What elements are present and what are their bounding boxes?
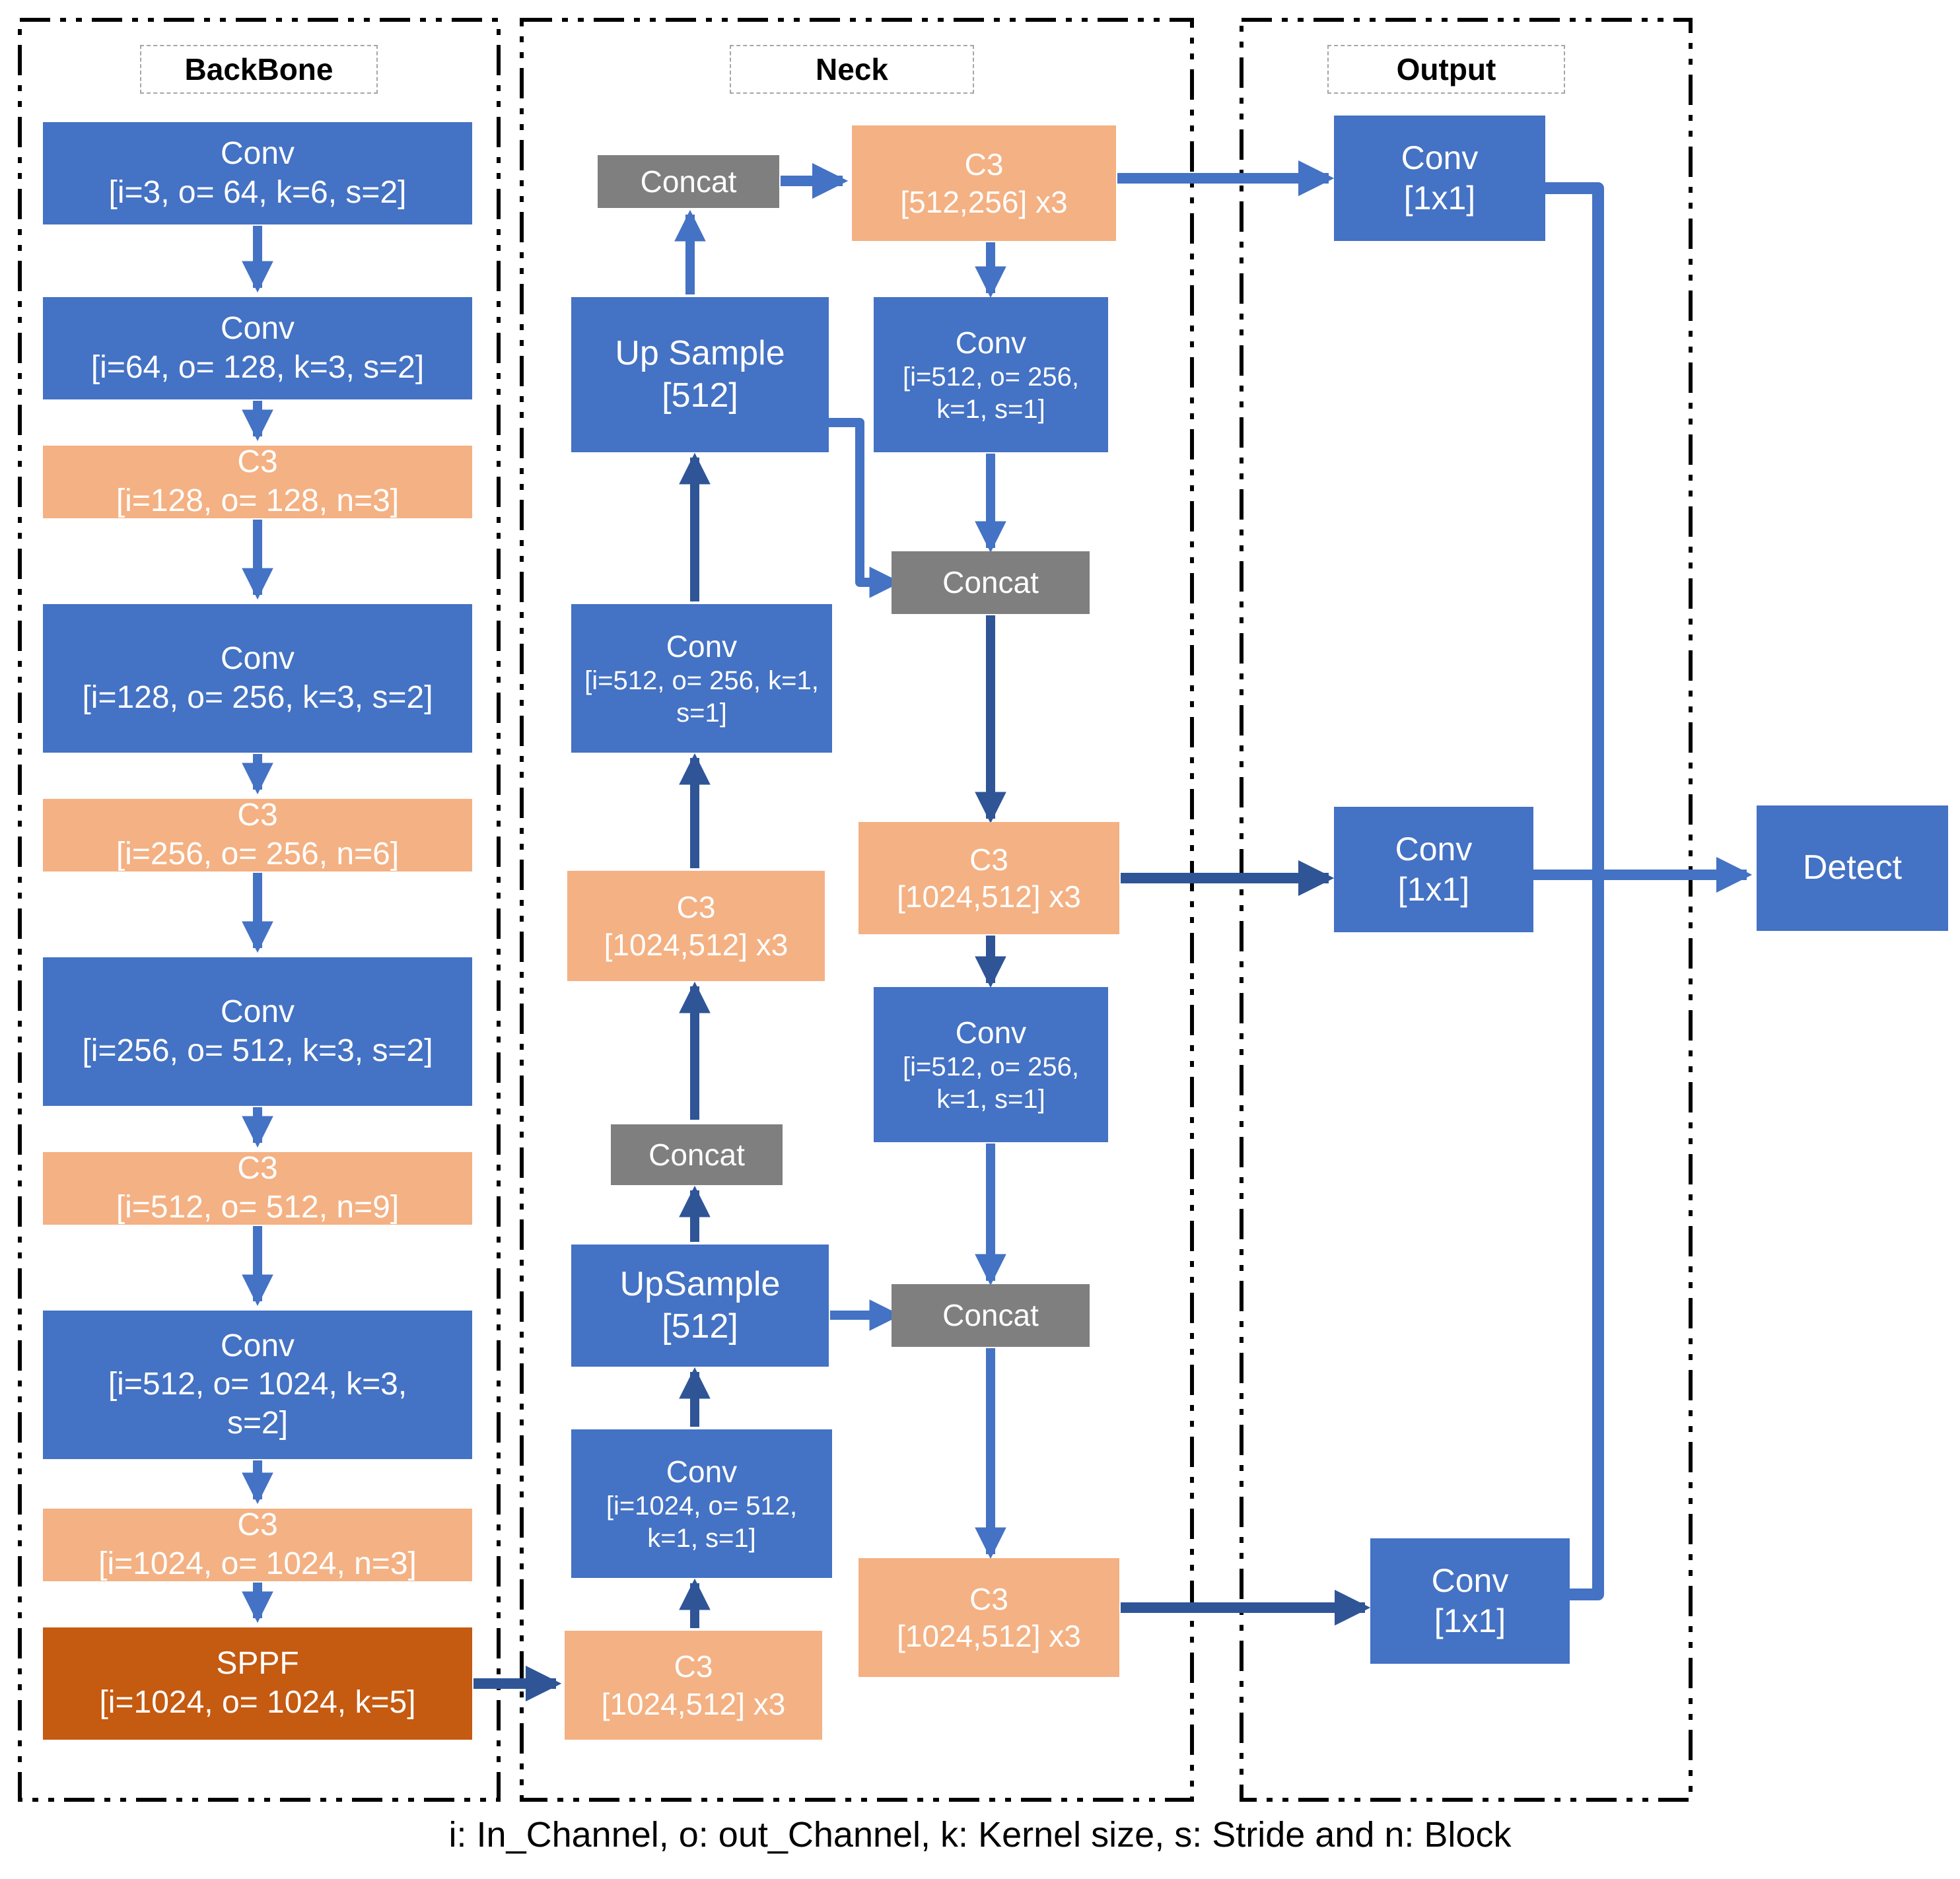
detect-node: Detect (1757, 805, 1948, 931)
block-label: Conv (1401, 139, 1479, 176)
block-label: Conv (666, 629, 738, 664)
block-params: [i=3, o= 64, k=6, s=2] (108, 174, 407, 210)
block-params: [i=256, o= 512, k=3, s=2] (82, 1033, 433, 1068)
block-label: Concat (942, 565, 1039, 600)
neck-left-conv-mid: Conv [i=512, o= 256, k=1, s=1] (571, 604, 832, 753)
output-container-border (1240, 18, 1693, 1802)
neck-right-concat-lower: Concat (892, 1284, 1090, 1347)
block-params: [1024,512] x3 (897, 1619, 1081, 1653)
block-params: [i=512, o= 256, k=1, s=1] (584, 666, 819, 728)
block-label: C3 (964, 147, 1004, 182)
block-params: [512,256] x3 (900, 184, 1068, 219)
block-label: C3 (676, 890, 716, 925)
block-label: Conv (220, 310, 295, 346)
backbone-container-border (18, 18, 501, 1802)
block-params: [i=512, o= 256, k=1, s=1] (903, 362, 1079, 424)
block-label: C3 (237, 1507, 278, 1543)
connector-conv1x1-bottom-to-detect-line (1570, 875, 1604, 1600)
block-label: Conv (666, 1454, 738, 1489)
block-label: Conv (1431, 1562, 1509, 1599)
block-params: [i=1024, o= 512, k=1, s=1] (606, 1491, 798, 1553)
output-title: Output (1327, 45, 1565, 94)
block-params: [i=1024, o= 1024, k=5] (99, 1685, 416, 1720)
block-params: [i=128, o= 256, k=3, s=2] (82, 679, 433, 715)
neck-left-upsample-top: Up Sample [512] (571, 297, 829, 452)
block-label: C3 (969, 842, 1008, 877)
neck-right-conv-top: Conv [i=512, o= 256, k=1, s=1] (874, 297, 1108, 452)
neck-right-concat-top: Concat (892, 551, 1090, 614)
block-label: Conv (955, 325, 1027, 360)
block-params: [i=512, o= 512, n=9] (116, 1190, 400, 1225)
legend-footnote: i: In_Channel, o: out_Channel, k: Kernel… (448, 1815, 1512, 1855)
block-label: SPPF (216, 1646, 299, 1682)
backbone-conv-3: Conv [i=128, o= 256, k=3, s=2] (43, 604, 472, 753)
block-params: [i=512, o= 256, k=1, s=1] (903, 1052, 1079, 1114)
block-params: [i=512, o= 1024, k=3, s=2] (108, 1367, 407, 1441)
backbone-c3-4: C3 [i=1024, o= 1024, n=3] (43, 1507, 472, 1581)
block-label: Concat (640, 164, 737, 199)
block-label: C3 (237, 798, 278, 833)
backbone-conv-4: Conv [i=256, o= 512, k=3, s=2] (43, 957, 472, 1106)
block-label: Up Sample (615, 334, 785, 373)
block-params: [1x1] (1403, 180, 1476, 217)
block-params: [512] (662, 1307, 738, 1346)
backbone-c3-1: C3 [i=128, o= 128, n=3] (43, 444, 472, 518)
block-label: C3 (969, 1581, 1008, 1616)
block-label: Conv (220, 994, 295, 1029)
block-params: [i=256, o= 256, n=6] (116, 837, 400, 871)
output-conv1x1-middle: Conv [1x1] (1334, 807, 1533, 932)
block-params: [i=1024, o= 1024, n=3] (98, 1546, 417, 1581)
block-label: C3 (674, 1649, 713, 1684)
block-params: [512] (662, 376, 738, 415)
neck-right-c3-mid: C3 [1024,512] x3 (858, 822, 1119, 934)
block-params: [1x1] (1397, 871, 1470, 908)
block-label: Detect (1802, 848, 1903, 887)
neck-left-conv-bottom: Conv [i=1024, o= 512, k=1, s=1] (571, 1429, 832, 1578)
connector-upsample-top-to-concat (829, 418, 901, 598)
output-conv1x1-top: Conv [1x1] (1334, 116, 1545, 241)
backbone-c3-3: C3 [i=512, o= 512, n=9] (43, 1151, 472, 1225)
block-label: C3 (237, 1151, 278, 1186)
neck-left-c3-mid: C3 [1024,512] x3 (567, 871, 825, 981)
neck-right-c3-top: C3 [512,256] x3 (852, 125, 1116, 241)
block-label: Conv (220, 135, 295, 171)
block-params: [1x1] (1434, 1602, 1506, 1639)
block-label: Conv (220, 640, 295, 676)
block-label: Concat (942, 1298, 1039, 1333)
block-label: C3 (237, 444, 278, 480)
backbone-title: BackBone (140, 45, 378, 94)
backbone-conv-2: Conv [i=64, o= 128, k=3, s=2] (43, 297, 472, 399)
backbone-conv-1: Conv [i=3, o= 64, k=6, s=2] (43, 122, 472, 224)
backbone-conv-5: Conv [i=512, o= 1024, k=3, s=2] (43, 1311, 472, 1459)
block-label: Conv (955, 1015, 1027, 1050)
neck-right-c3-bottom: C3 [1024,512] x3 (858, 1558, 1119, 1677)
block-params: [1024,512] x3 (897, 879, 1081, 914)
output-conv1x1-bottom: Conv [1x1] (1370, 1538, 1570, 1664)
block-params: [i=64, o= 128, k=3, s=2] (90, 349, 425, 385)
neck-left-concat-lower: Concat (611, 1124, 783, 1185)
block-label: Conv (220, 1328, 295, 1363)
neck-right-conv-mid: Conv [i=512, o= 256, k=1, s=1] (874, 987, 1108, 1142)
block-label: UpSample (619, 1265, 781, 1304)
neck-left-concat-top: Concat (598, 155, 779, 208)
block-label: Concat (648, 1137, 745, 1172)
block-label: Conv (1395, 831, 1473, 868)
connector-conv1x1-top-to-detect-line (1545, 182, 1604, 875)
backbone-sppf: SPPF [i=1024, o= 1024, k=5] (43, 1627, 472, 1740)
neck-title: Neck (730, 45, 974, 94)
block-params: [1024,512] x3 (604, 927, 788, 962)
neck-left-upsample-bottom: UpSample [512] (571, 1245, 829, 1367)
block-params: [1024,512] x3 (601, 1686, 786, 1721)
block-params: [i=128, o= 128, n=3] (116, 483, 400, 518)
neck-left-c3-bottom: C3 [1024,512] x3 (565, 1631, 822, 1740)
backbone-c3-2: C3 [i=256, o= 256, n=6] (43, 798, 472, 871)
